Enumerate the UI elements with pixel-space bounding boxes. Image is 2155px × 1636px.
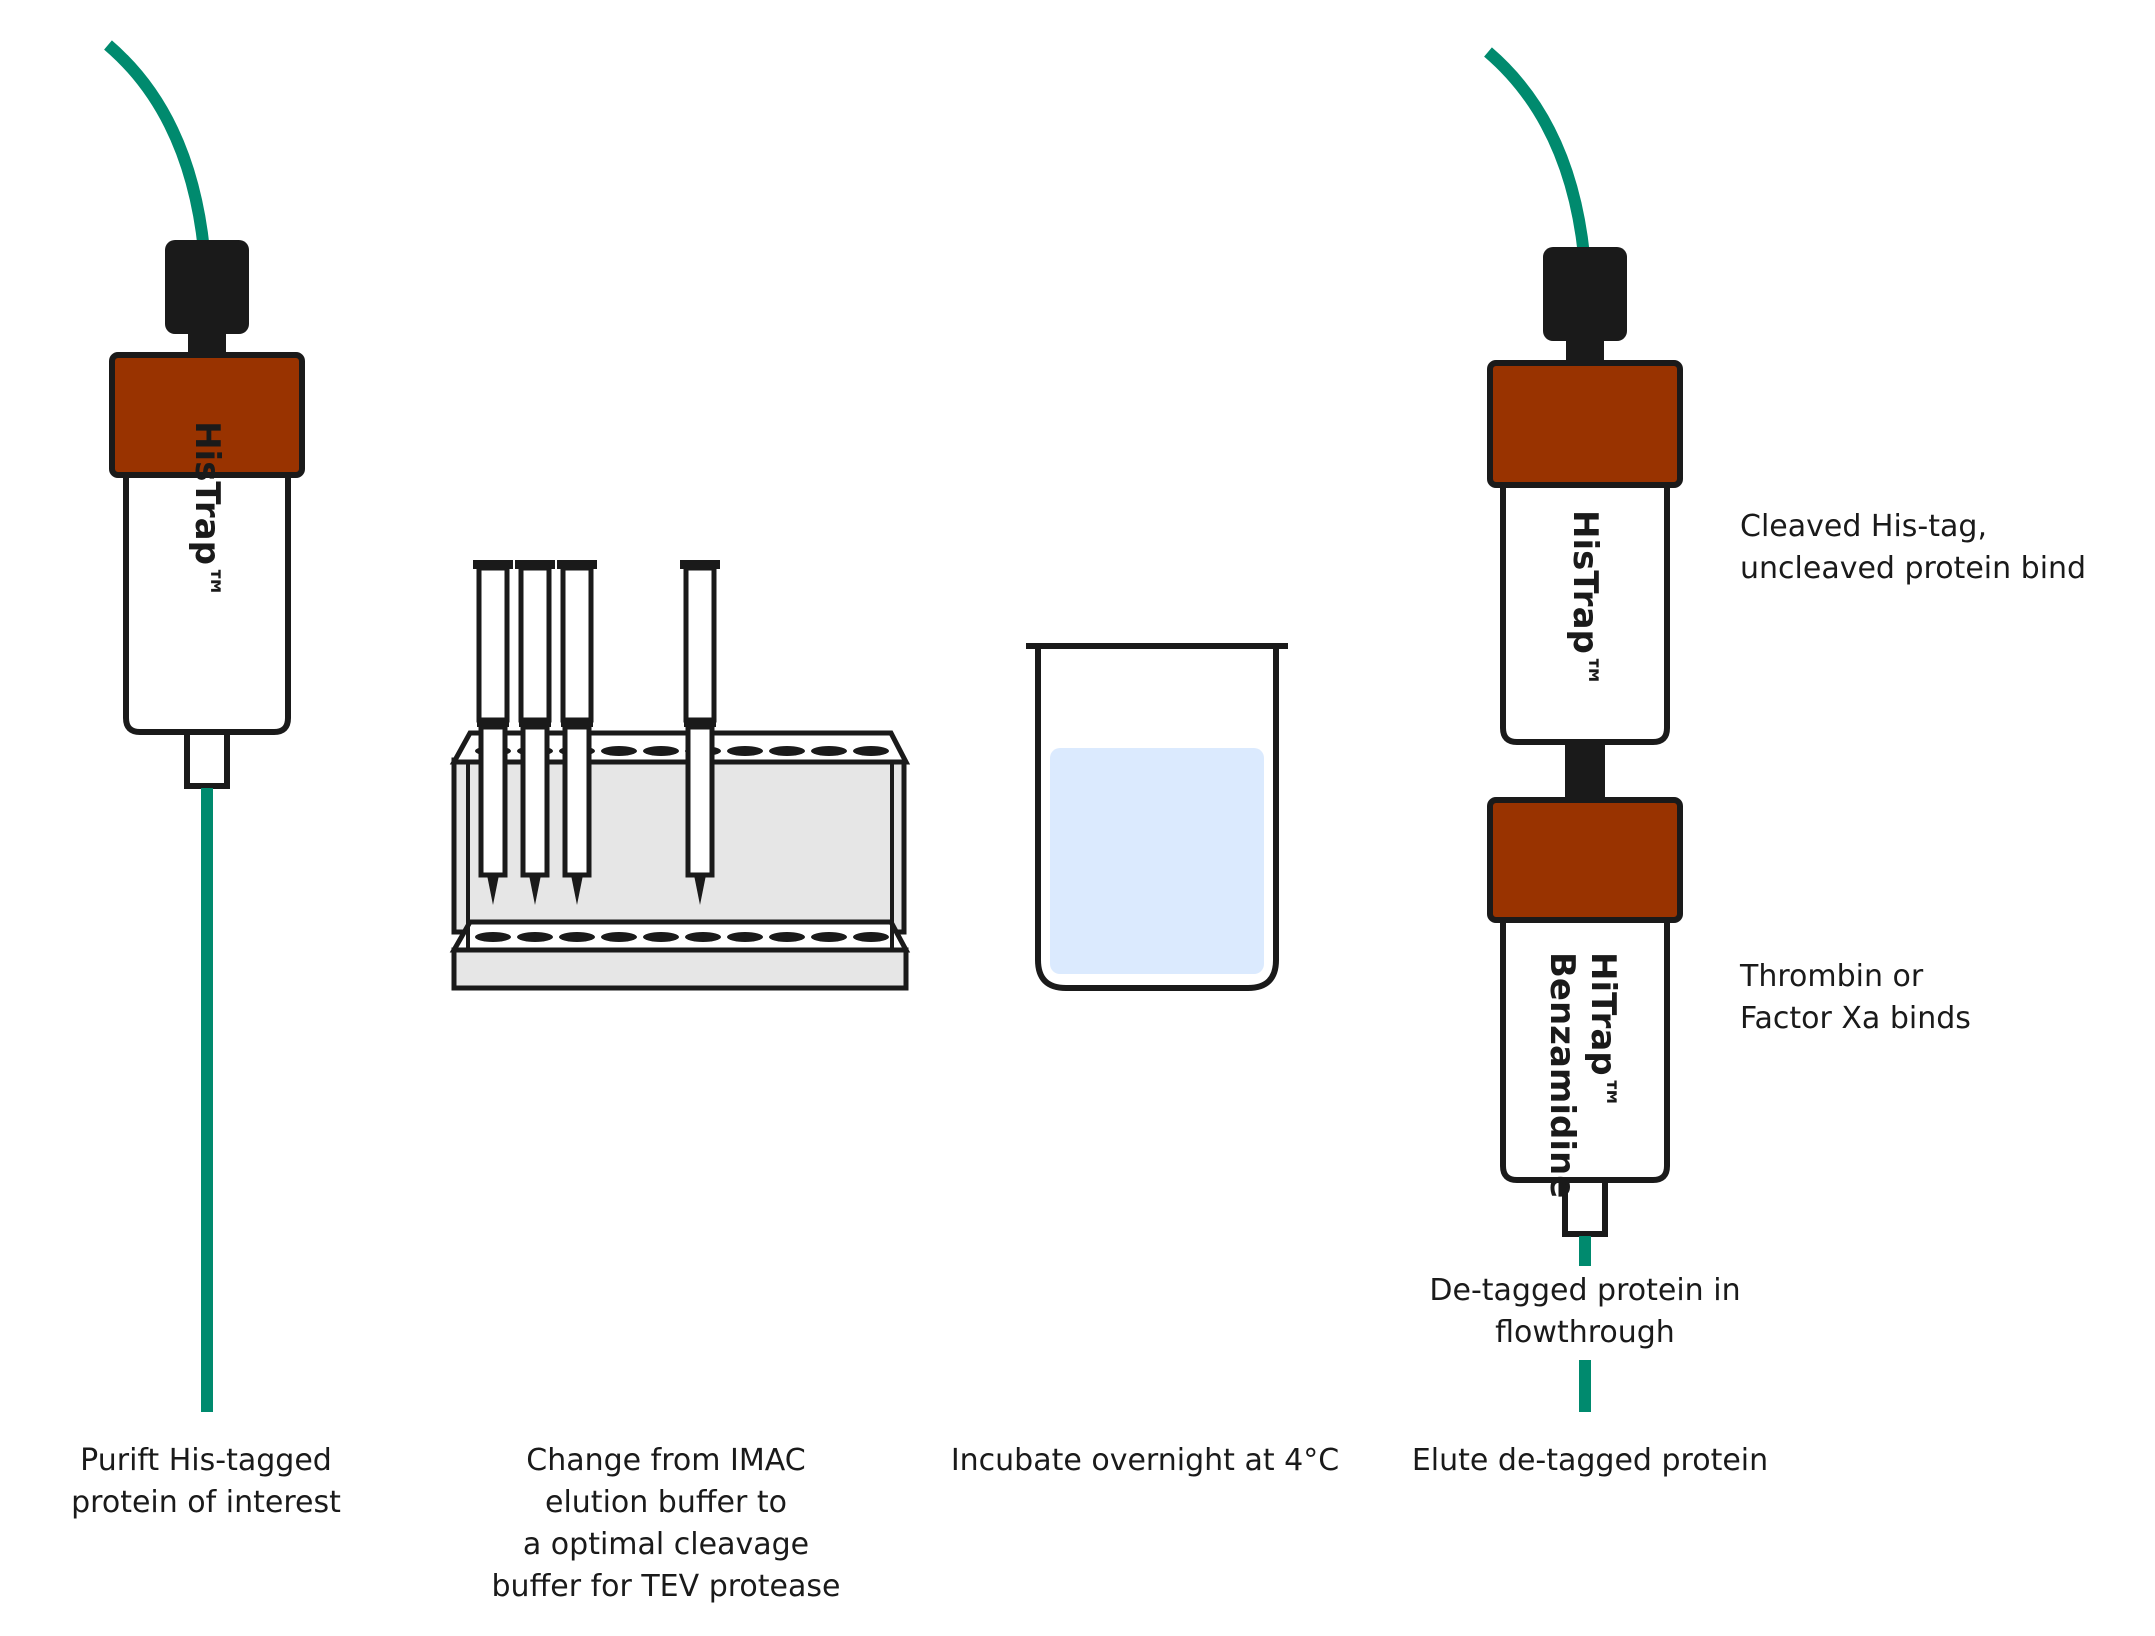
- step3-caption: Incubate overnight at 4°C: [950, 1443, 1340, 1478]
- desalting-column: [515, 560, 555, 905]
- rack-hole: [601, 746, 637, 756]
- rack-hole: [643, 746, 679, 756]
- step4-caption: Elute de-tagged protein: [1411, 1443, 1769, 1478]
- flowthrough-note: De-tagged protein in flowthrough: [1429, 1273, 1741, 1350]
- beaker-body: [1035, 646, 1279, 991]
- rack-hole: [643, 932, 679, 942]
- column-cap-2: [1543, 247, 1627, 341]
- column-tip: [694, 875, 706, 905]
- step1-caption: Purift His-tagged protein of interest: [71, 1443, 341, 1520]
- desalting-column: [473, 560, 513, 905]
- rack-hole: [811, 746, 847, 756]
- column-band-1: [109, 352, 305, 478]
- benzamidine-label: Benzamidine: [1542, 952, 1582, 1198]
- column-upper: [476, 565, 510, 723]
- rack-lower-holes: [475, 932, 889, 942]
- column-lower: [685, 724, 715, 878]
- rack-hole: [685, 932, 721, 942]
- histrap-column-1: HisTrap™: [104, 40, 305, 1412]
- column-tip: [487, 875, 499, 905]
- column-connector: [1565, 742, 1605, 802]
- inlet-tubing-1: [104, 40, 210, 251]
- column-collar: [561, 718, 593, 727]
- histrap-label-2: HisTrap™: [1565, 510, 1605, 688]
- rack-hole: [853, 746, 889, 756]
- protease-binds-note: Thrombin or Factor Xa binds: [1740, 959, 1971, 1036]
- benzamidine-band: [1487, 797, 1683, 923]
- desalting-rack: [449, 560, 911, 991]
- column-tip: [529, 875, 541, 905]
- rack-hole: [769, 746, 805, 756]
- column-cap: [515, 560, 555, 569]
- histrap-band-2: [1487, 360, 1683, 488]
- rack-hole: [727, 746, 763, 756]
- rack-base: [451, 947, 909, 991]
- hitrap-label: HiTrap™: [1583, 952, 1623, 1110]
- column-cap-1: [165, 240, 249, 334]
- desalting-column: [680, 560, 720, 905]
- rack-hole: [517, 932, 553, 942]
- column-collar: [684, 718, 716, 727]
- column-lower: [562, 724, 592, 878]
- histrap-label-1: HisTrap™: [187, 421, 227, 599]
- rack-hole: [769, 932, 805, 942]
- desalting-column: [557, 560, 597, 905]
- column-tip: [571, 875, 583, 905]
- column-upper: [683, 565, 717, 723]
- column-cap: [473, 560, 513, 569]
- beaker-liquid: [1050, 748, 1264, 974]
- column-upper: [518, 565, 552, 723]
- rack-hole: [853, 932, 889, 942]
- step2-caption: Change from IMAC elution buffer to a opt…: [491, 1443, 841, 1604]
- histrap-body-2: [1500, 477, 1670, 745]
- column-cap: [557, 560, 597, 569]
- column-lower: [478, 724, 508, 878]
- column-lower: [520, 724, 550, 878]
- benzamidine-outlet: [1562, 1177, 1608, 1237]
- beaker: [1026, 643, 1288, 991]
- inlet-tubing-2: [1484, 47, 1590, 256]
- stacked-columns: HisTrap™ HiTrap™ Benzamidine: [1484, 47, 1683, 1412]
- column-collar: [477, 718, 509, 727]
- column-upper: [560, 565, 594, 723]
- column-cap: [680, 560, 720, 569]
- column-body-1: [123, 467, 291, 735]
- rack-hole: [811, 932, 847, 942]
- benzamidine-body: [1500, 912, 1670, 1183]
- rack-hole: [601, 932, 637, 942]
- column-collar: [519, 718, 551, 727]
- cleaved-tag-note: Cleaved His-tag, uncleaved protein bind: [1740, 509, 2087, 586]
- rack-hole: [559, 932, 595, 942]
- rack-hole: [727, 932, 763, 942]
- column-outlet-1: [184, 729, 230, 789]
- rack-hole: [475, 932, 511, 942]
